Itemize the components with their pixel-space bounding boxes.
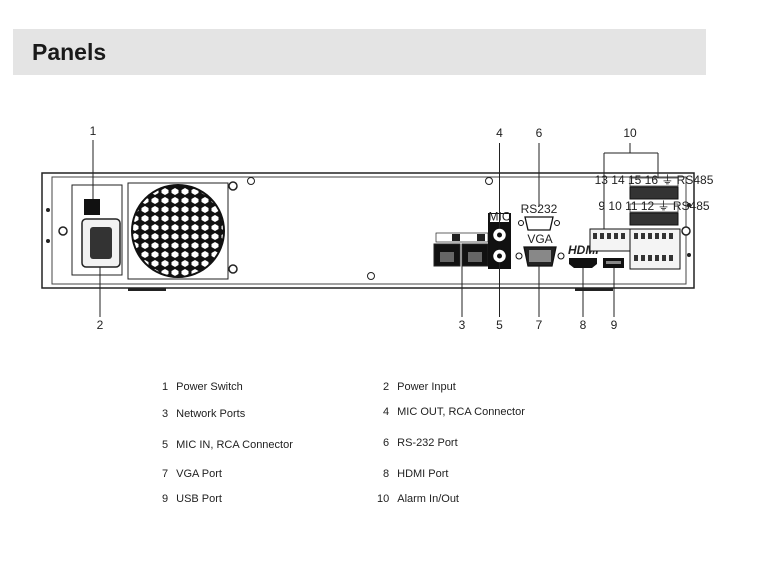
legend-number: 6 <box>383 437 390 449</box>
vga-screw <box>557 252 565 260</box>
mic-out-connector-center <box>497 232 502 238</box>
chassis-foot <box>128 288 166 291</box>
screw-icon <box>228 264 238 274</box>
legend-item: 2 Power Input <box>383 381 456 393</box>
vga-port-face <box>529 250 551 262</box>
legend-number: 4 <box>383 406 390 418</box>
legend-item: 5 MIC IN, RCA Connector <box>162 439 293 451</box>
vga-label: VGA <box>527 232 552 246</box>
usb-port-tongue <box>606 261 621 264</box>
alarm-terminal-pins <box>593 233 673 261</box>
screw-icon <box>681 226 691 236</box>
screw-icon <box>485 177 493 185</box>
screw-icon <box>46 239 50 243</box>
screw-icon <box>247 177 255 185</box>
alarm-label-top <box>629 177 679 187</box>
alarm-terminal-left <box>589 228 631 252</box>
network-port-opening <box>440 252 454 262</box>
legend-item: 6 RS-232 Port <box>383 437 458 449</box>
rs232-label: RS232 <box>521 202 558 216</box>
section-header: Panels <box>13 29 706 75</box>
section-title: Panels <box>32 39 107 65</box>
hdmi-port <box>569 258 597 268</box>
alarm-label-top-text: 13 14 15 16 ⏚ RS485 <box>595 173 714 187</box>
legend-number: 2 <box>383 381 390 393</box>
fan-grille <box>131 184 225 278</box>
legend-number: 8 <box>383 468 390 480</box>
alarm-terminal-middle <box>629 212 679 226</box>
legend-item: 3 Network Ports <box>162 408 245 420</box>
screw-icon <box>58 226 68 236</box>
alarm-label-bottom-text: 9 10 11 12 ⏚ RS485 <box>598 199 710 213</box>
legend-label: MIC OUT, RCA Connector <box>397 406 525 418</box>
legend-item: 4 MIC OUT, RCA Connector <box>383 406 525 418</box>
legend-item: 1 Power Switch <box>162 381 243 393</box>
legend-number: 10 <box>377 493 390 505</box>
legend-label: MIC IN, RCA Connector <box>176 439 293 451</box>
callout-4: 4 <box>496 126 503 140</box>
alarm-label-bottom <box>629 203 679 213</box>
alarm-terminal-top <box>629 186 679 200</box>
legend-label: Power Switch <box>176 381 243 393</box>
power-switch <box>84 199 100 215</box>
legend-label: RS-232 Port <box>397 437 458 449</box>
legend-label: Alarm In/Out <box>397 493 459 505</box>
legend-item: 10 Alarm In/Out <box>377 493 459 505</box>
rs232-port <box>524 216 554 231</box>
legend-label: HDMI Port <box>397 468 449 480</box>
callout-9: 9 <box>611 318 618 332</box>
legend-number: 7 <box>162 468 169 480</box>
legend-number: 5 <box>162 439 169 451</box>
network-port-opening <box>468 252 482 262</box>
network-port-label-block <box>452 234 460 241</box>
legend-label: Power Input <box>397 381 456 393</box>
screw-icon <box>687 203 691 207</box>
power-module <box>71 184 123 276</box>
power-input-socket <box>90 227 112 259</box>
callout-2: 2 <box>97 318 104 332</box>
mic-in-connector-center <box>497 253 502 259</box>
rear-panel-diagram: MIC RS232 VGA HDMI TM ⭠ 13 14 15 16 ⏚ RS… <box>41 124 714 332</box>
screw-icon <box>687 253 691 257</box>
leader-lines <box>92 140 659 317</box>
legend-number: 9 <box>162 493 169 505</box>
legend-label: USB Port <box>176 493 222 505</box>
callout-1: 1 <box>90 124 97 138</box>
legend-number: 1 <box>162 381 169 393</box>
callout-6: 6 <box>536 126 543 140</box>
screw-icon <box>46 208 50 212</box>
chassis-foot <box>575 288 613 291</box>
vga-screw <box>515 252 523 260</box>
legend-number: 3 <box>162 408 169 420</box>
legend-label: VGA Port <box>176 468 222 480</box>
callout-5: 5 <box>496 318 503 332</box>
legend-item: 8 HDMI Port <box>383 468 448 480</box>
network-port-label-block <box>477 234 485 241</box>
rs232-screw <box>554 220 560 226</box>
callout-3: 3 <box>459 318 466 332</box>
legend-label: Network Ports <box>176 408 246 420</box>
rs232-screw <box>518 220 524 226</box>
legend-item: 7 VGA Port <box>162 468 222 480</box>
legend-item: 9 USB Port <box>162 493 222 505</box>
callout-10: 10 <box>623 126 637 140</box>
callout-7: 7 <box>536 318 543 332</box>
screw-icon <box>228 181 238 191</box>
screw-icon <box>367 272 375 280</box>
callout-8: 8 <box>580 318 587 332</box>
